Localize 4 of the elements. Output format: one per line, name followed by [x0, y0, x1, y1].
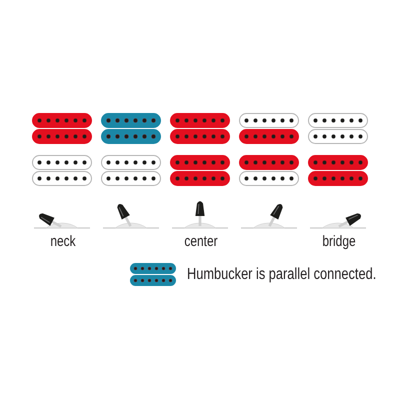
position-label: center	[184, 233, 218, 251]
legend-text: Humbucker is parallel connected.	[187, 264, 376, 284]
position-label: neck	[50, 233, 76, 251]
position-label: bridge	[322, 233, 356, 251]
